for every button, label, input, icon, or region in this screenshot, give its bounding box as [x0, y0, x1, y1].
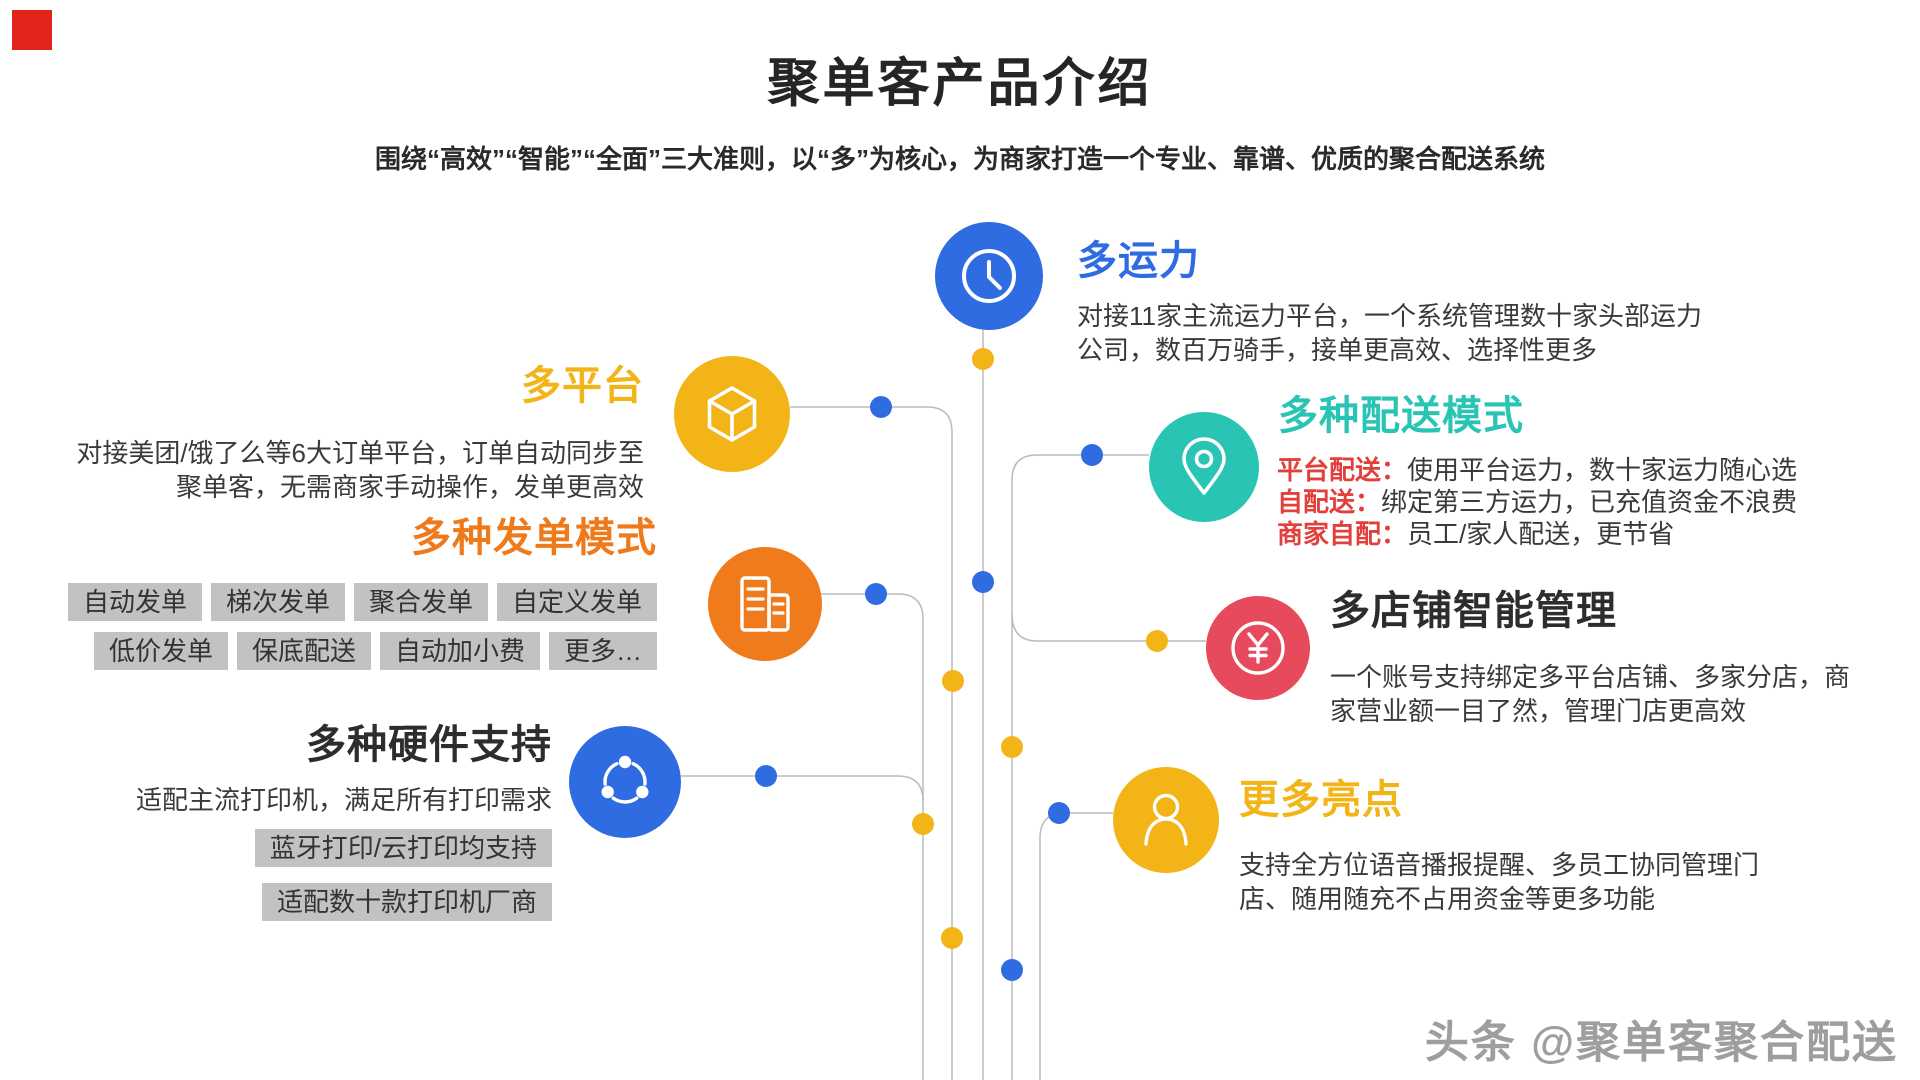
more-highlights-body: 支持全方位语音播报提醒、多员工协同管理门 店、随用随充不占用资金等更多功能 [1239, 850, 1760, 914]
red-corner-mark [12, 10, 52, 50]
building-icon [740, 576, 790, 632]
multi-delivery-lines: 平台配送：使用平台运力，数十家运力随心选 自配送：绑定第三方运力，已充值资金不浪… [1277, 454, 1797, 550]
delivery-line-text: 员工/家人配送，更节省 [1407, 519, 1675, 549]
pin-icon [1182, 437, 1226, 495]
delivery-line-label: 商家自配： [1277, 519, 1408, 549]
branch-lines [681, 330, 1206, 1080]
multi-hardware-title: 多种硬件支持 [306, 723, 552, 767]
chip: 低价发单 [93, 632, 228, 670]
chip: 更多… [548, 632, 657, 670]
watermark: 头条 @聚单客聚合配送 [1424, 1018, 1898, 1067]
chip: 梯次发单 [210, 583, 345, 621]
yuan-icon [1231, 621, 1285, 675]
dispatch-chip-row-1: 自动发单 梯次发单 聚合发单 自定义发单 [67, 583, 657, 621]
chip: 保底配送 [236, 632, 371, 670]
page-title: 聚单客产品介绍 [767, 55, 1153, 113]
chip: 自动发单 [67, 583, 202, 621]
more-highlights-title: 更多亮点 [1239, 778, 1403, 822]
share-icon [601, 755, 649, 804]
page-subtitle: 围绕“高效”“智能”“全面”三大准则，以“多”为核心，为商家打造一个专业、靠谱、… [374, 144, 1545, 174]
multi-platform-body: 对接美团/饿了么等6大订单平台，订单自动同步至 聚单客，无需商家手动操作，发单更… [76, 438, 644, 502]
multi-platform-circle [674, 356, 790, 472]
clock-icon [962, 249, 1016, 303]
multi-store-circle [1206, 596, 1310, 700]
delivery-line-text: 使用平台运力，数十家运力随心选 [1407, 455, 1798, 485]
delivery-line: 自配送：绑定第三方运力，已充值资金不浪费 [1277, 486, 1797, 518]
delivery-line: 商家自配：员工/家人配送，更节省 [1277, 518, 1797, 550]
multi-capacity-title: 多运力 [1077, 239, 1200, 283]
multi-store-title: 多店铺智能管理 [1330, 589, 1617, 633]
multi-capacity-circle [935, 222, 1043, 330]
chip: 适配数十款打印机厂商 [261, 883, 552, 921]
delivery-line-label: 自配送： [1277, 487, 1382, 517]
delivery-line-text: 绑定第三方运力，已充值资金不浪费 [1381, 487, 1798, 517]
blue-branch-dots [755, 396, 1103, 981]
chip: 蓝牙打印/云打印均支持 [254, 829, 552, 867]
delivery-line: 平台配送：使用平台运力，数十家运力随心选 [1277, 454, 1797, 486]
hardware-chips: 蓝牙打印/云打印均支持 适配数十款打印机厂商 [254, 829, 552, 921]
multi-hardware-circle [569, 726, 681, 838]
yellow-branch-dots [912, 348, 1168, 949]
package-icon [707, 386, 757, 442]
multi-delivery-title: 多种配送模式 [1278, 394, 1524, 438]
chip: 自定义发单 [496, 583, 657, 621]
chip: 聚合发单 [353, 583, 488, 621]
multi-platform-title: 多平台 [521, 364, 644, 408]
multi-capacity-body: 对接11家主流运力平台，一个系统管理数十家头部运力 公司，数百万骑手，接单更高效… [1077, 301, 1702, 365]
chip: 自动加小费 [379, 632, 540, 670]
dispatch-chip-row-2: 低价发单 保底配送 自动加小费 更多… [93, 632, 657, 670]
multi-delivery-circle [1149, 412, 1259, 522]
person-icon [1144, 793, 1188, 846]
multi-dispatch-circle [708, 547, 822, 661]
multi-store-body: 一个账号支持绑定多平台店铺、多家分店，商 家营业额一目了然，管理门店更高效 [1330, 662, 1851, 726]
multi-dispatch-title: 多种发单模式 [411, 516, 657, 560]
delivery-line-label: 平台配送： [1277, 455, 1408, 485]
multi-hardware-body: 适配主流打印机，满足所有打印需求 [135, 785, 552, 815]
more-highlights-circle [1113, 767, 1219, 873]
